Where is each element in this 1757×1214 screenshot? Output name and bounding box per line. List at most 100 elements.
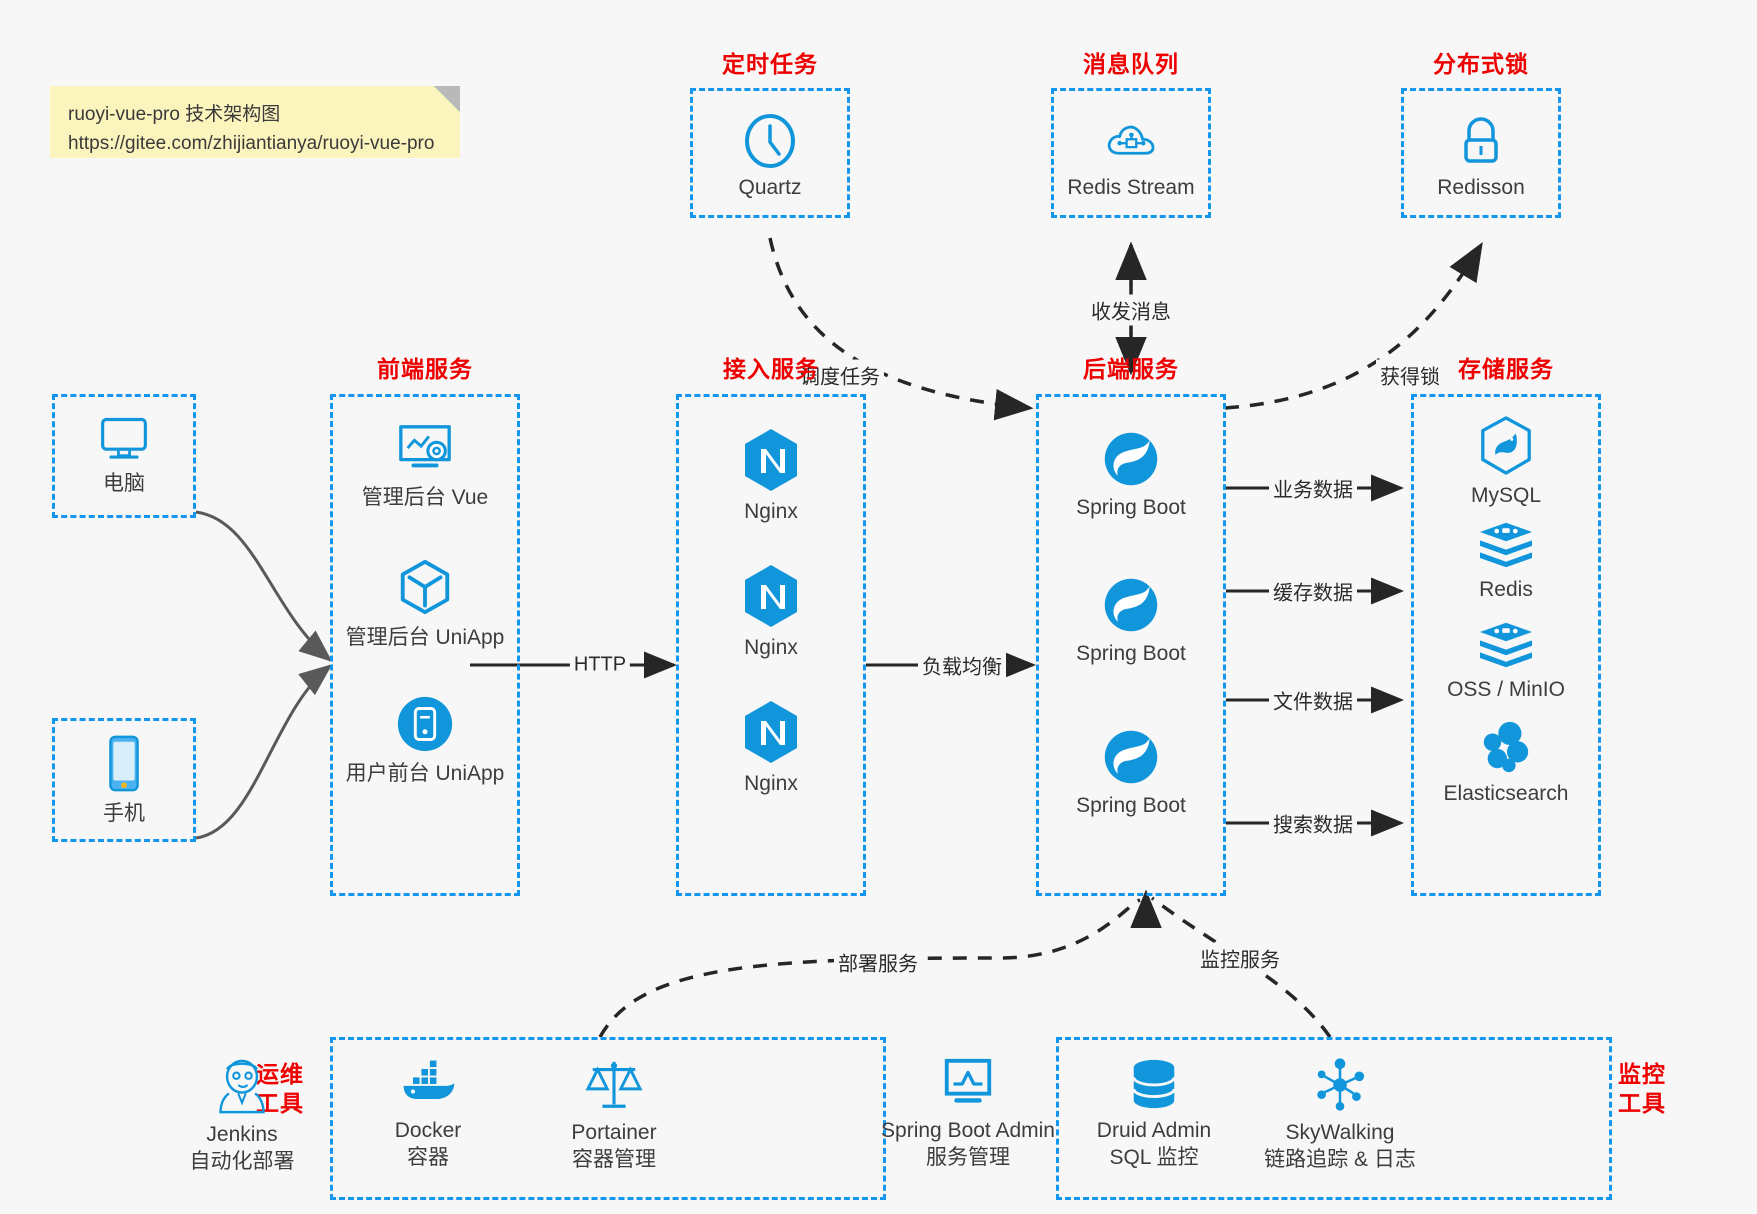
sticky-note: ruoyi-vue-pro 技术架构图 https://gitee.com/zh… — [50, 86, 460, 158]
node-sublabel: 服务管理 — [926, 1146, 1010, 1170]
node-sublabel: 容器管理 — [572, 1148, 656, 1172]
lock-icon — [1464, 117, 1498, 163]
node-label: Elasticsearch — [1443, 782, 1569, 805]
group-box-mq: Redis Stream — [1051, 88, 1211, 218]
nginx-icon — [745, 701, 797, 763]
edge-label-search-data: 搜索数据 — [1269, 807, 1357, 839]
edge-label-loadbalance: 负载均衡 — [918, 649, 1006, 681]
node-sublabel: 自动化部署 — [189, 1150, 295, 1174]
node-label: MySQL — [1470, 484, 1541, 507]
node-label: 用户前台 UniApp — [345, 762, 505, 785]
elasticsearch-icon — [1483, 721, 1529, 773]
database-icon — [1132, 1059, 1176, 1109]
node-portainer[interactable]: Portainer 容器管理 — [519, 1056, 709, 1174]
node-redis[interactable]: Redis — [1414, 519, 1598, 603]
node-label: Quartz — [738, 176, 802, 199]
node-label: 手机 — [103, 802, 145, 825]
note-url: https://gitee.com/zhijiantianya/ruoyi-vu… — [68, 133, 435, 155]
node-label: Spring Boot — [1076, 794, 1186, 817]
node-label: 电脑 — [103, 472, 145, 495]
node-user-uniapp[interactable]: 用户前台 UniApp — [333, 693, 517, 787]
node-docker[interactable]: Docker 容器 — [333, 1056, 523, 1172]
node-label: Nginx — [744, 500, 798, 523]
node-skywalking[interactable]: SkyWalking 链路追踪 & 日志 — [1245, 1056, 1435, 1174]
group-box-mobile: 手机 — [52, 718, 196, 842]
clock-icon — [745, 114, 795, 168]
node-springboot-2[interactable]: Spring Boot — [1039, 575, 1223, 667]
scales-icon — [585, 1061, 643, 1108]
docker-whale-icon — [403, 1060, 455, 1099]
node-sublabel: 容器 — [407, 1146, 449, 1170]
node-label: 管理后台 Vue — [361, 486, 489, 509]
node-springboot-3[interactable]: Spring Boot — [1039, 727, 1223, 819]
node-nginx-2[interactable]: Nginx — [679, 563, 863, 661]
edge-label-schedule: 调度任务 — [796, 359, 884, 391]
node-label: Druid Admin — [1096, 1119, 1212, 1142]
spring-leaf-icon — [1104, 578, 1158, 632]
edge-label-getlock: 获得锁 — [1376, 359, 1444, 391]
node-label: Spring Boot Admin — [881, 1119, 1055, 1142]
node-nginx-1[interactable]: Nginx — [679, 427, 863, 525]
node-druid-admin[interactable]: Druid Admin SQL 监控 — [1059, 1056, 1249, 1172]
node-redisson[interactable]: Redisson — [1404, 113, 1558, 201]
edge-pc-to-frontend — [195, 510, 333, 662]
edge-label-file-data: 文件数据 — [1269, 684, 1357, 716]
node-mobile[interactable]: 手机 — [55, 733, 193, 827]
node-label: Redis Stream — [1067, 176, 1195, 199]
node-mysql[interactable]: MySQL — [1414, 415, 1598, 509]
node-label: Spring Boot — [1076, 642, 1186, 665]
node-label: Nginx — [744, 636, 798, 659]
node-label: Docker — [394, 1119, 462, 1142]
group-title-scheduler: 定时任务 — [722, 51, 818, 77]
node-sublabel: 链路追踪 & 日志 — [1264, 1148, 1416, 1172]
group-box-pc: 电脑 — [52, 394, 196, 518]
mobile-app-icon — [397, 696, 453, 752]
node-springboot-1[interactable]: Spring Boot — [1039, 429, 1223, 521]
spring-leaf-icon — [1104, 432, 1158, 486]
edge-label-deploy: 部署服务 — [834, 946, 922, 978]
node-spring-boot-admin[interactable]: Spring Boot Admin 服务管理 — [873, 1056, 1063, 1172]
edge-mobile-to-frontend — [195, 664, 333, 840]
nginx-icon — [745, 565, 797, 627]
group-box-devops: Jenkins 自动化部署 Docker 容器 — [190, 1037, 886, 1200]
group-title-lock: 分布式锁 — [1433, 51, 1529, 77]
group-title-monitor-line1: 监控 — [1618, 1061, 1666, 1087]
jenkins-butler-icon — [219, 1059, 265, 1114]
edge-label-monitor: 监控服务 — [1196, 942, 1284, 974]
node-label: Redisson — [1437, 176, 1525, 199]
node-label: Portainer — [571, 1121, 657, 1144]
edge-label-cache-data: 缓存数据 — [1269, 575, 1357, 607]
note-fold-corner — [434, 86, 460, 112]
group-title-backend: 后端服务 — [1083, 356, 1179, 382]
group-title-monitor-line2: 工具 — [1618, 1089, 1666, 1116]
group-title-storage: 存储服务 — [1458, 356, 1554, 382]
node-redis-stream[interactable]: Redis Stream — [1054, 113, 1208, 201]
node-pc[interactable]: 电脑 — [55, 413, 193, 497]
group-title-monitor: 监控 工具 — [1612, 1060, 1672, 1118]
desktop-icon — [101, 417, 147, 459]
group-box-backend: Spring Boot Spring Boot Spring Boot — [1036, 394, 1226, 896]
group-box-scheduler: Quartz — [690, 88, 850, 218]
edge-label-http: HTTP — [569, 652, 631, 678]
node-label: Nginx — [744, 772, 798, 795]
node-label: Redis — [1479, 578, 1533, 601]
group-title-mq: 消息队列 — [1083, 51, 1179, 77]
node-quartz[interactable]: Quartz — [693, 113, 847, 201]
cloud-network-icon — [1107, 125, 1155, 155]
node-jenkins[interactable]: Jenkins 自动化部署 — [147, 1056, 337, 1176]
node-nginx-3[interactable]: Nginx — [679, 699, 863, 797]
mysql-dolphin-icon — [1481, 416, 1531, 475]
node-oss[interactable]: OSS / MinIO — [1414, 619, 1598, 703]
node-admin-vue[interactable]: 管理后台 Vue — [333, 421, 517, 511]
node-admin-uniapp[interactable]: 管理后台 UniApp — [333, 557, 517, 651]
edge-label-biz-data: 业务数据 — [1269, 472, 1357, 504]
node-sublabel: SQL 监控 — [1109, 1146, 1199, 1170]
edge-label-message: 收发消息 — [1087, 294, 1175, 326]
redis-stack-icon — [1480, 622, 1532, 668]
node-label: OSS / MinIO — [1447, 678, 1565, 701]
cube-icon — [400, 559, 450, 615]
group-title-devops: 运维 工具 — [250, 1060, 310, 1118]
node-label: Spring Boot — [1076, 496, 1186, 519]
node-elasticsearch[interactable]: Elasticsearch — [1414, 719, 1598, 807]
